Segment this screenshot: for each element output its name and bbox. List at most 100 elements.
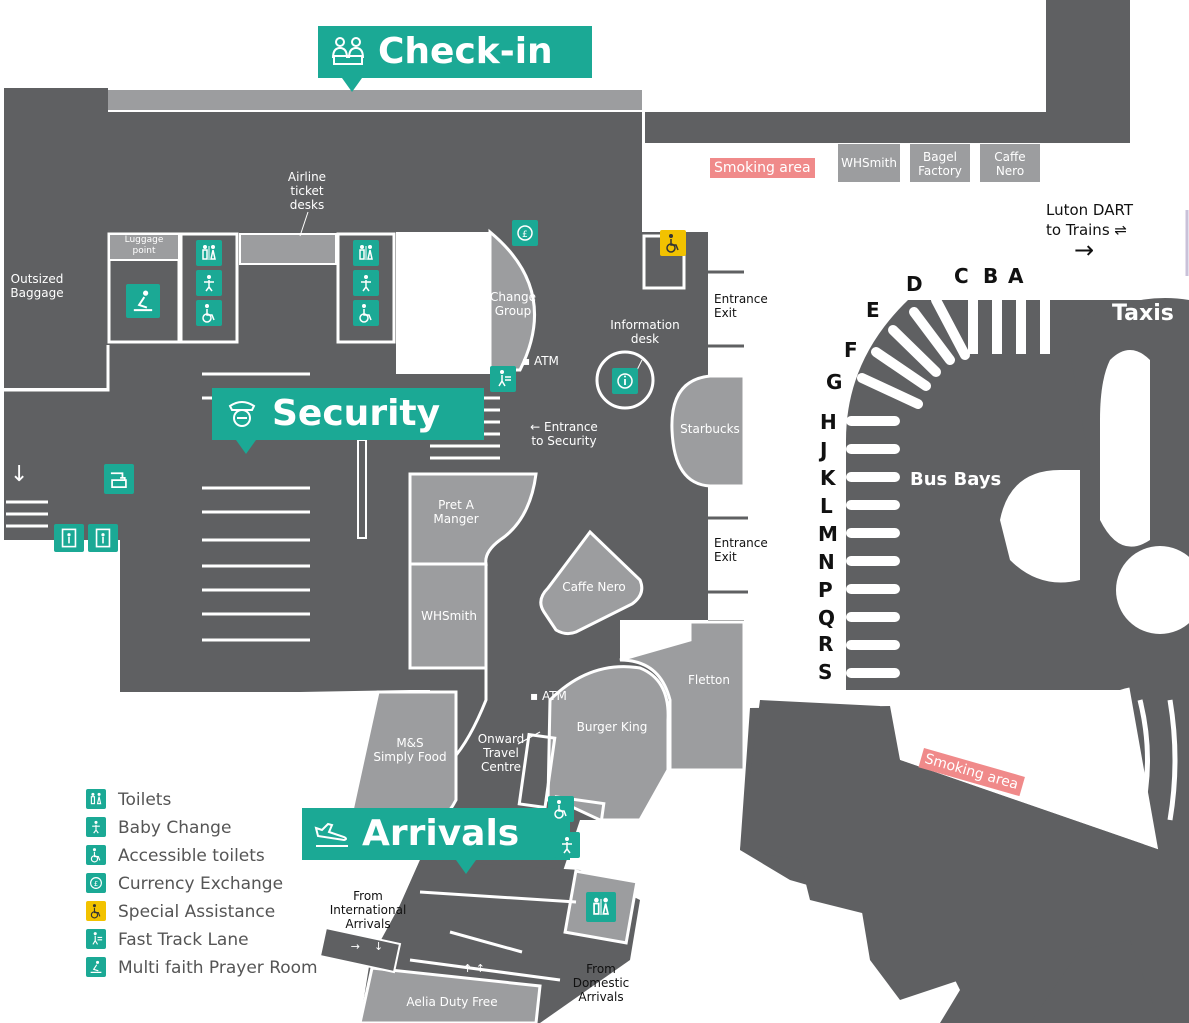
whsmith-top-unit <box>838 144 900 182</box>
bus-bay-stripe <box>846 472 900 482</box>
burger-king-label: Burger King <box>576 720 648 734</box>
lift-badge-right[interactable] <box>88 524 118 552</box>
water-fountain-badge[interactable] <box>104 464 134 494</box>
bus-bay-stripe <box>846 444 900 454</box>
toilets-badge-arrivals[interactable] <box>586 892 616 922</box>
bus-bay-stripe <box>888 325 941 377</box>
baby-change-icon <box>361 275 371 292</box>
atm-dot: ▪ <box>530 689 542 703</box>
toilet-block-right <box>336 232 396 344</box>
arrivals-plane-icon <box>314 822 348 847</box>
bus-bay-stripe <box>1016 292 1026 354</box>
bus-bay-letter-h: H <box>820 410 837 434</box>
roundabout <box>1116 546 1189 634</box>
baby-change-badge-left[interactable] <box>196 270 222 296</box>
toilets-badge-left[interactable] <box>196 240 222 266</box>
toilets-icon <box>593 897 610 916</box>
onward-travel-frame <box>517 732 557 810</box>
aelia-duty-free-label: Aelia Duty Free <box>406 995 498 1009</box>
bus-bay-stripe <box>846 416 900 426</box>
toilets-badge-right[interactable] <box>353 240 379 266</box>
baggage-divider <box>4 345 110 392</box>
luggage-point-label-box <box>108 233 180 261</box>
bus-bay-stripe <box>1040 292 1050 354</box>
atm-dot: ▪ <box>522 354 534 368</box>
security-title: Security <box>212 388 484 454</box>
accessible-toilets-badge-left[interactable] <box>196 300 222 326</box>
bus-bay-stripe <box>992 292 1002 354</box>
accessible-toilets-badge-right[interactable] <box>353 300 379 326</box>
lift-icon <box>61 528 77 548</box>
terminal-floor <box>4 88 108 388</box>
baby-change-icon <box>92 820 100 834</box>
accessible-toilets-icon <box>202 304 215 323</box>
bus-bay-letter-l: L <box>820 494 833 518</box>
bus-bay-stripe <box>871 347 931 391</box>
from-domestic-arrivals-label: From Domestic Arrivals <box>572 962 630 1004</box>
information-desk-label: Information desk <box>610 318 680 346</box>
legend-badge <box>86 817 106 837</box>
duty-free-arrows: ↑ ↑ <box>463 962 485 975</box>
pret-a-manger-unit <box>408 472 538 566</box>
accessible-toilets-badge-arrivals[interactable] <box>548 796 574 822</box>
currency-exchange-icon: £ <box>517 225 533 241</box>
legend-badge <box>86 957 106 977</box>
luton-dart-label: Luton DART to Trains ⇌ <box>1046 201 1133 239</box>
taxis-label: Taxis <box>1112 301 1174 326</box>
entrance-exit-label-upper: Entrance Exit <box>714 292 768 320</box>
special-assistance-icon <box>90 904 101 919</box>
water-fountain-icon <box>110 472 127 488</box>
onward-pointer <box>517 731 541 745</box>
currency-exchange-badge[interactable]: £ <box>512 220 538 246</box>
accessible-toilets-icon <box>90 848 101 863</box>
prayer-room-badge[interactable] <box>126 284 160 318</box>
caffe-nero-label: Caffe Nero <box>562 580 626 594</box>
legend-label: Accessible toilets <box>118 846 265 866</box>
check-in-title-text: Check-in <box>378 31 553 72</box>
whsmith-label: WHSmith <box>421 609 477 623</box>
baby-change-badge-right[interactable] <box>353 270 379 296</box>
atm-label-text: ATM <box>541 689 567 703</box>
information-icon <box>617 373 633 389</box>
entrance-lines <box>708 270 748 594</box>
smoking-area-top: Smoking area <box>710 158 815 178</box>
bus-bay-letter-r: R <box>818 632 834 656</box>
onward-travel-centre-label: Onward Travel Centre <box>477 732 525 774</box>
bus-bay-stripe <box>846 612 900 622</box>
fast-track-lane-icon <box>498 370 511 387</box>
bus-bay-stripe <box>909 307 955 365</box>
entrance-exit-label-lower: Entrance Exit <box>714 536 768 564</box>
security-barrier <box>357 439 367 539</box>
information-desk-badge[interactable] <box>612 368 638 394</box>
legend-label: Special Assistance <box>118 902 276 922</box>
international-arrows: → ↓ <box>350 940 384 953</box>
luggage-point-label: Luggage point <box>124 235 164 256</box>
bus-station-building <box>740 700 1189 1023</box>
legend-badge: £ <box>86 873 106 893</box>
desk-pointer <box>299 211 309 237</box>
pret-a-manger-label: Pret A Manger <box>433 498 479 526</box>
bus-bays-label: Bus Bays <box>910 469 1002 490</box>
bus-bay-letter-j: J <box>820 438 828 462</box>
legend-label: Multi faith Prayer Room <box>118 958 318 978</box>
check-in-icon <box>332 37 364 65</box>
caffe-nero-top-unit <box>980 144 1040 182</box>
prayer-room-icon <box>90 960 102 973</box>
toilets-icon <box>359 245 373 260</box>
special-assistance-badge[interactable] <box>660 230 686 256</box>
bus-bay-letter-c: C <box>954 264 969 288</box>
baby-change-badge-arrivals[interactable] <box>554 832 580 858</box>
baby-change-icon <box>562 837 572 854</box>
bus-bay-stripe <box>846 668 900 678</box>
fast-track-lane-badge[interactable] <box>490 366 516 392</box>
bus-bay-stripe <box>968 292 978 354</box>
caffe-nero-top-label: Caffe Nero <box>994 150 1026 178</box>
lift-badge-left[interactable] <box>54 524 84 552</box>
legend-badge <box>86 901 106 921</box>
bus-bay-letter-s: S <box>818 660 833 684</box>
bus-bay-letter-q: Q <box>818 606 836 630</box>
bus-bay-stripe <box>931 295 970 360</box>
bus-bay-letter-n: N <box>818 550 835 574</box>
ticket-desks <box>239 233 337 265</box>
